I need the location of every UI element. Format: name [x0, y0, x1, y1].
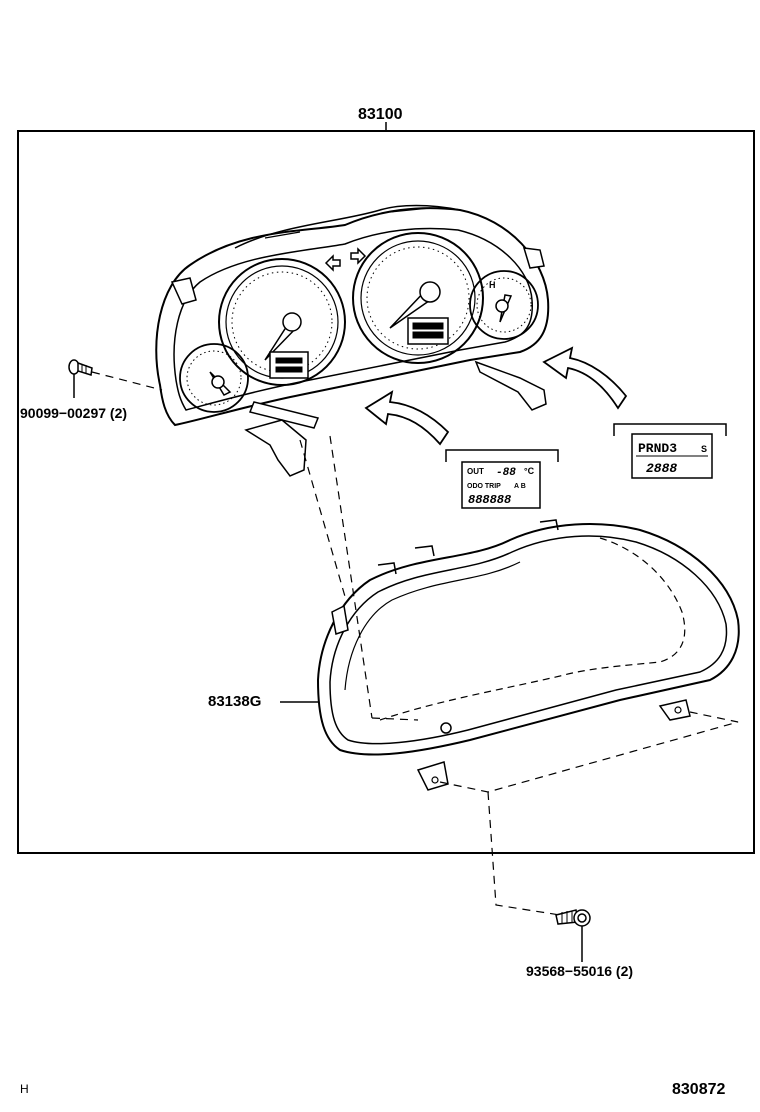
odo-trip-label: ODO TRIP	[467, 483, 501, 490]
alignment-lines	[91, 371, 739, 916]
screw-bottom	[555, 909, 591, 927]
assembly-frame	[17, 130, 755, 854]
shift-suffix: S	[701, 444, 707, 454]
odometer-inset	[445, 449, 559, 509]
screw-bottom-part-number: 93568−55016 (2)	[526, 963, 634, 979]
odo-out-label: OUT	[467, 467, 484, 476]
temp-hot-mark: H	[489, 280, 496, 290]
odo-temp-digits: -88	[496, 467, 516, 479]
diagram-number: 830872	[672, 1081, 726, 1098]
odo-trip-boxes: A B	[514, 483, 526, 490]
screw-left	[68, 359, 93, 376]
turn-signal-indicators	[324, 247, 367, 272]
assembly-part-number: 83100	[358, 106, 403, 123]
temperature-gauge	[469, 270, 539, 340]
odo-digits: 888888	[468, 493, 511, 507]
speedometer-gauge	[352, 232, 484, 364]
meter-brackets	[170, 247, 547, 477]
combination-meter	[155, 204, 550, 427]
tachometer-gauge	[218, 258, 346, 386]
callout-arrows	[364, 346, 628, 446]
screw-left-part-number: 90099−00297 (2)	[20, 405, 128, 421]
shift-indicator-inset	[613, 423, 727, 479]
trip-reset-knob	[248, 401, 320, 429]
meter-glass	[316, 519, 740, 791]
odo-temp-unit: °C	[524, 466, 535, 476]
shift-digits: 2888	[646, 461, 677, 476]
shift-gear-letters: PRND3	[638, 441, 677, 456]
glass-part-number: 83138G	[208, 693, 262, 710]
fuel-gauge	[179, 343, 249, 413]
corner-code: H	[20, 1082, 29, 1096]
